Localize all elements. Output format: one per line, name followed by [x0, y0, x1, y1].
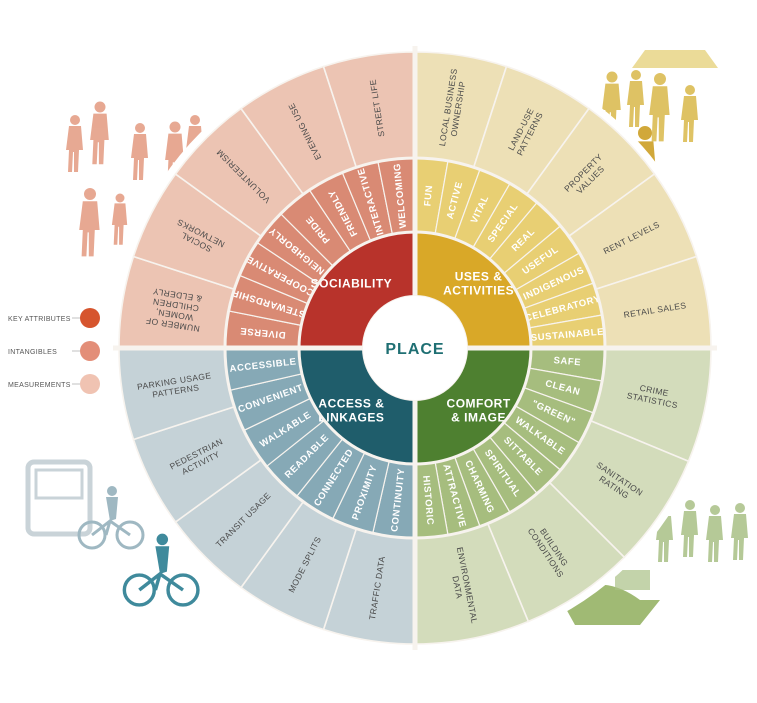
legend-swatch	[80, 341, 100, 361]
market-tent-icon	[632, 50, 718, 68]
core-title-comfort-line: & IMAGE	[451, 411, 506, 425]
core-title-comfort-line: COMFORT	[447, 397, 511, 411]
legend-item: MEASUREMENTS	[8, 374, 100, 394]
person-silhouette-icon	[681, 85, 698, 142]
legend-label: MEASUREMENTS	[8, 382, 71, 389]
bus-icon	[28, 462, 90, 534]
center-label: PLACE	[385, 341, 444, 358]
person-silhouette-icon	[731, 503, 748, 560]
attribute-label: FUN	[422, 185, 435, 207]
core-title-access-line: ACCESS &	[318, 397, 384, 411]
core-title-uses-line: USES &	[455, 269, 503, 283]
legend: KEY ATTRIBUTES INTANGIBLES MEASUREMENTS	[8, 308, 100, 394]
core-title-access-line: LINKAGES	[318, 411, 384, 425]
core-title-comfort: COMFORT& IMAGE	[447, 397, 511, 425]
person-silhouette-icon	[627, 70, 644, 127]
person-silhouette-icon	[90, 102, 109, 165]
person-silhouette-icon	[66, 115, 83, 172]
person-silhouette-icon	[112, 194, 127, 245]
core-title-uses-line: ACTIVITIES	[443, 283, 514, 297]
person-silhouette-icon	[706, 505, 723, 562]
person-silhouette-icon	[681, 500, 698, 557]
attribute-label-line: FUN	[422, 185, 435, 207]
legend-label: INTANGIBLES	[8, 349, 57, 356]
legend-label: KEY ATTRIBUTES	[8, 316, 71, 323]
bench-icon	[615, 570, 650, 590]
legend-swatch	[80, 374, 100, 394]
legend-swatch	[80, 308, 100, 328]
person-silhouette-icon	[131, 123, 148, 180]
legend-item: KEY ATTRIBUTES	[8, 308, 100, 328]
legend-item: INTANGIBLES	[8, 341, 100, 361]
person-silhouette-icon	[79, 188, 99, 256]
person-silhouette-icon	[649, 73, 669, 141]
core-title-access: ACCESS &LINKAGES	[318, 397, 384, 425]
